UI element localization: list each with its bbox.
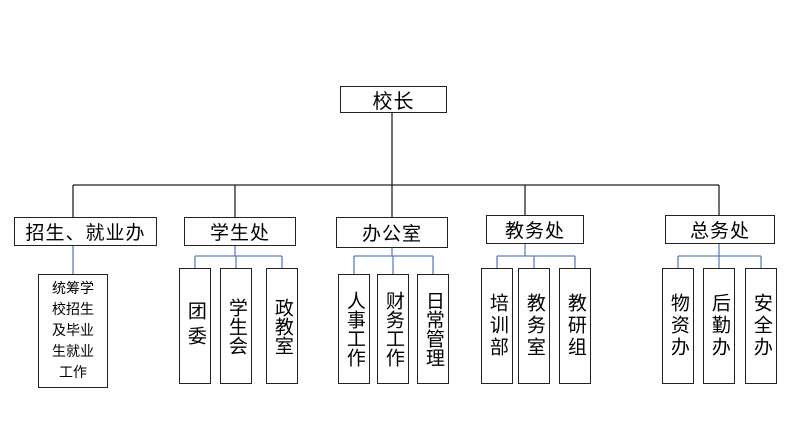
unit-finance-work: 财务工作 xyxy=(377,274,409,384)
unit-political-education-office: 政教室 xyxy=(266,268,298,384)
unit-teaching-research-group: 教研组 xyxy=(559,268,591,384)
unit-youth-league: 团委 xyxy=(179,268,211,384)
principal-box: 校长 xyxy=(340,86,447,113)
unit-materials-office: 物资办 xyxy=(662,268,694,384)
unit-student-union: 学生会 xyxy=(220,268,252,384)
unit-safety-office: 安全办 xyxy=(745,268,777,384)
dept-general-services: 总务处 xyxy=(665,215,775,244)
dept-enrollment-employment-office: 招生、就业办 xyxy=(14,217,157,246)
unit-enrollment-employment-work: 统筹学 校招生 及毕业 生就业 工作 xyxy=(38,274,108,388)
dept-academic-affairs: 教务处 xyxy=(486,215,584,244)
unit-training-department: 培训部 xyxy=(481,268,513,384)
unit-personnel-work: 人事工作 xyxy=(338,274,370,384)
unit-logistics-office: 后勤办 xyxy=(703,268,735,384)
unit-academic-office: 教务室 xyxy=(518,268,550,384)
dept-general-office: 办公室 xyxy=(336,217,448,248)
dept-student-affairs: 学生处 xyxy=(184,217,296,246)
unit-daily-management: 日常管理 xyxy=(417,274,449,384)
